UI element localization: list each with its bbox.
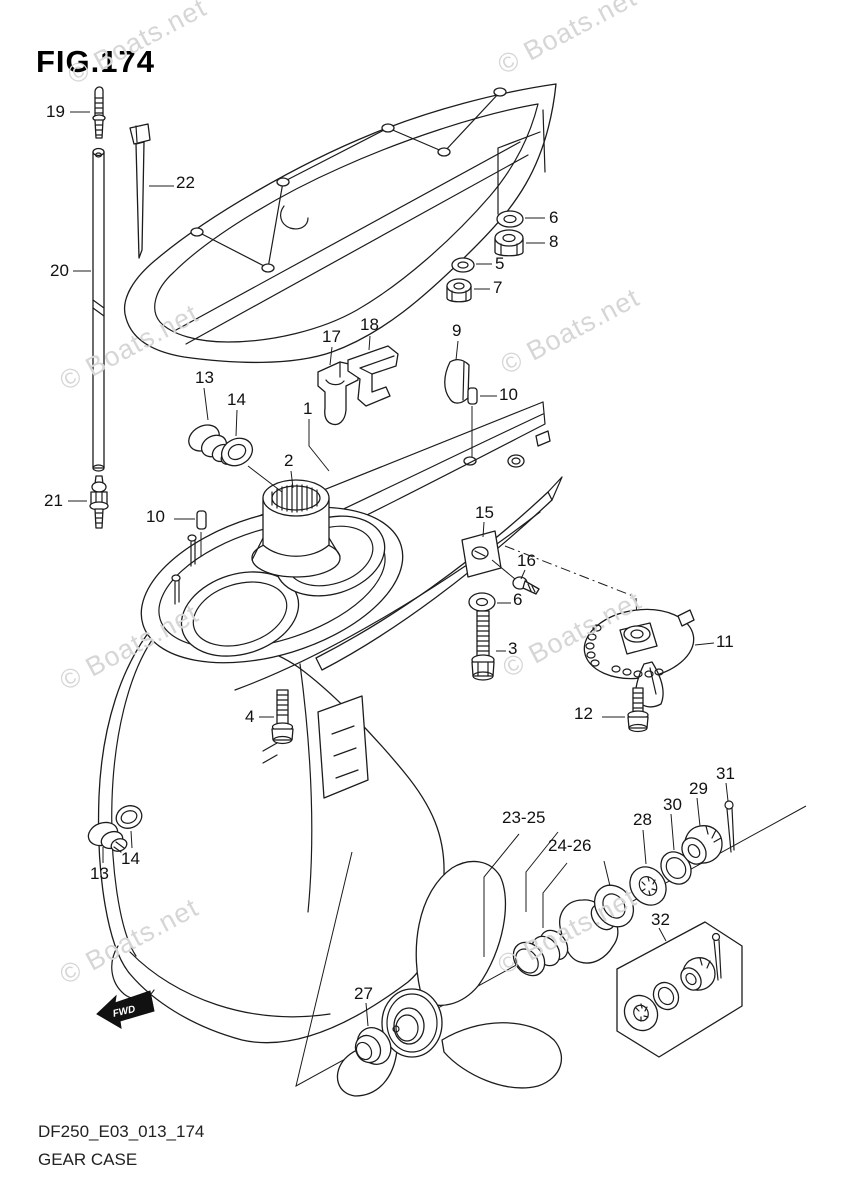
part-label-11: 11 — [716, 632, 734, 651]
figure-title: FIG.174 — [36, 44, 155, 79]
anode-9 — [444, 359, 470, 404]
part-label-18: 18 — [360, 315, 379, 334]
part-label-7: 7 — [493, 278, 503, 297]
part-label-6-top: 6 — [549, 208, 559, 227]
nut-8 — [494, 229, 524, 257]
part-label-13-upper: 13 — [195, 368, 214, 387]
part-label-23-25: 23-25 — [502, 808, 546, 827]
part-label-16: 16 — [517, 551, 536, 570]
part-label-10-left: 10 — [146, 507, 165, 526]
part-label-1: 1 — [303, 399, 313, 418]
fitting-21 — [89, 475, 109, 529]
block-15 — [461, 530, 516, 580]
washer-6-top — [496, 210, 524, 228]
pin-10-right — [463, 387, 478, 466]
bolt-12 — [627, 687, 649, 733]
fwd-arrow: FWD — [96, 990, 155, 1029]
pin-10-left — [196, 510, 207, 556]
castle-nut-29 — [681, 825, 723, 865]
part-label-31: 31 — [716, 764, 735, 783]
part-label-21: 21 — [44, 491, 63, 510]
part-label-4: 4 — [245, 707, 255, 726]
plug-13-lower — [87, 821, 128, 853]
part-label-22: 22 — [176, 173, 195, 192]
cotter-pin-31 — [724, 800, 735, 853]
bolt-3 — [471, 610, 495, 681]
part-label-24-26: 24-26 — [548, 836, 592, 855]
part-label-19: 19 — [46, 102, 65, 121]
stud-19 — [92, 86, 106, 139]
washer-6-mid — [468, 592, 496, 612]
part-label-17: 17 — [322, 327, 341, 346]
bolt-4 — [271, 689, 294, 745]
lower-gearcase-housing — [97, 401, 563, 1044]
part-label-10-right: 10 — [499, 385, 518, 404]
tube-20 — [92, 147, 105, 472]
figure-caption: GEAR CASE — [38, 1150, 138, 1169]
part-label-3: 3 — [508, 639, 518, 658]
washer-24-26 — [593, 884, 635, 928]
upper-gearcase-cover — [124, 83, 557, 364]
part-label-27: 27 — [354, 984, 373, 1003]
part-label-32: 32 — [651, 910, 670, 929]
trim-tab-11 — [504, 545, 695, 708]
part-label-2: 2 — [284, 451, 294, 470]
part-label-30: 30 — [663, 795, 682, 814]
rod-22 — [129, 123, 151, 259]
washer-14-lower — [115, 805, 143, 829]
clip-17 — [317, 361, 359, 426]
leader-lines — [68, 111, 729, 1027]
part-label-28: 28 — [633, 810, 652, 829]
screw-16 — [512, 576, 540, 595]
part-label-8: 8 — [549, 232, 559, 251]
bracket-18 — [347, 345, 399, 407]
axis-lines — [295, 805, 807, 1087]
washer-14-upper — [220, 437, 254, 467]
part-label-20: 20 — [50, 261, 69, 280]
washer-28 — [629, 866, 667, 906]
spacer-27 — [354, 1027, 392, 1065]
part-label-9: 9 — [452, 321, 462, 340]
kit-32 — [616, 921, 743, 1058]
part-label-5: 5 — [495, 254, 505, 273]
part-label-15: 15 — [475, 503, 494, 522]
fwd-arrow-label: FWD — [112, 1004, 137, 1020]
washer-5 — [451, 257, 475, 273]
figure-code: DF250_E03_013_174 — [38, 1122, 205, 1141]
part-label-6-mid: 6 — [513, 590, 523, 609]
part-label-13-lower: 13 — [90, 864, 109, 883]
part-label-12: 12 — [574, 704, 593, 723]
nut-7 — [446, 278, 472, 303]
part-label-29: 29 — [689, 779, 708, 798]
part-label-14-lower: 14 — [121, 849, 140, 868]
part-label-14-upper: 14 — [227, 390, 246, 409]
